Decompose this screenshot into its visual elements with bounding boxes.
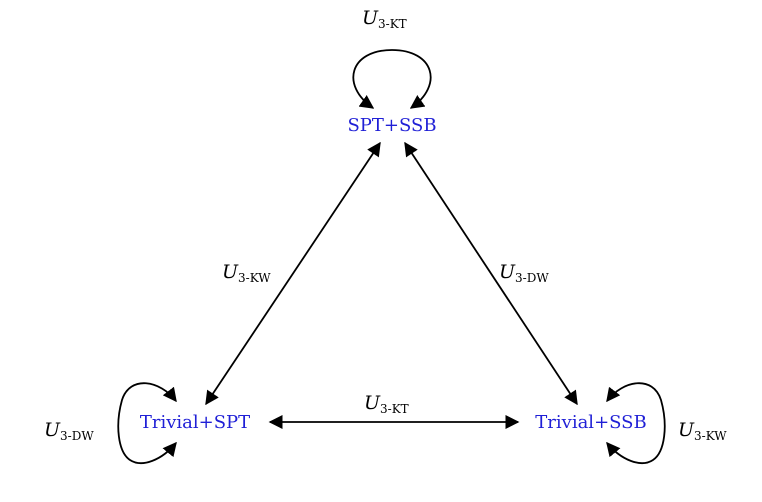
edge-top-bottom-left-label: U3-KW [222,261,271,285]
loop-bottom-right-label: U3-KW [678,419,727,443]
node-top-label: SPT+SSB [347,115,436,136]
loop-top-subscript: 3-KT [378,17,407,31]
loop-top-symbol: U [362,7,379,29]
loop-top-label: U3-KT [362,7,407,31]
loop-bottom-right-subscript: 3-KW [694,429,727,443]
edge-bottom-left-bottom-right-symbol: U [364,392,381,414]
loop-bottom-right-arrow [606,382,666,465]
loop-bottom-left-subscript: 3-DW [60,429,94,443]
edge-bottom-left-bottom-right-label: U3-KT [364,392,409,416]
node-bottom-right-label: Trivial+SSB [535,412,646,433]
edge-top-bottom-right-subscript: 3-DW [515,271,549,285]
edge-top-bottom-left-arrow [205,141,381,406]
edge-top-bottom-left-symbol: U [222,261,239,283]
loop-bottom-left-symbol: U [44,419,61,441]
loop-bottom-left-arrow [117,382,177,465]
edge-top-bottom-left-subscript: 3-KW [238,271,271,285]
edge-top-bottom-right-arrow [404,141,578,406]
edge-top-bottom-right-symbol: U [499,261,516,283]
loop-bottom-left-label: U3-DW [44,419,94,443]
loop-top-arrow [352,49,432,109]
edge-bottom-left-bottom-right-subscript: 3-KT [380,402,409,416]
loop-bottom-right-symbol: U [678,419,695,441]
node-bottom-left-label: Trivial+SPT [140,412,250,433]
edge-top-bottom-right-label: U3-DW [499,261,549,285]
